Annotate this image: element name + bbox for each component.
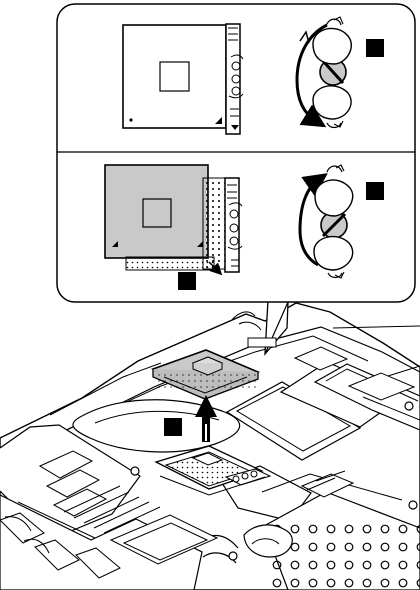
- top-callout: [366, 39, 384, 57]
- middle-callout: [366, 182, 384, 200]
- inset-panel: [57, 4, 415, 302]
- top-socket-group: [123, 24, 243, 134]
- main-callout: [164, 418, 182, 436]
- inset-bottom-callout: [178, 272, 196, 290]
